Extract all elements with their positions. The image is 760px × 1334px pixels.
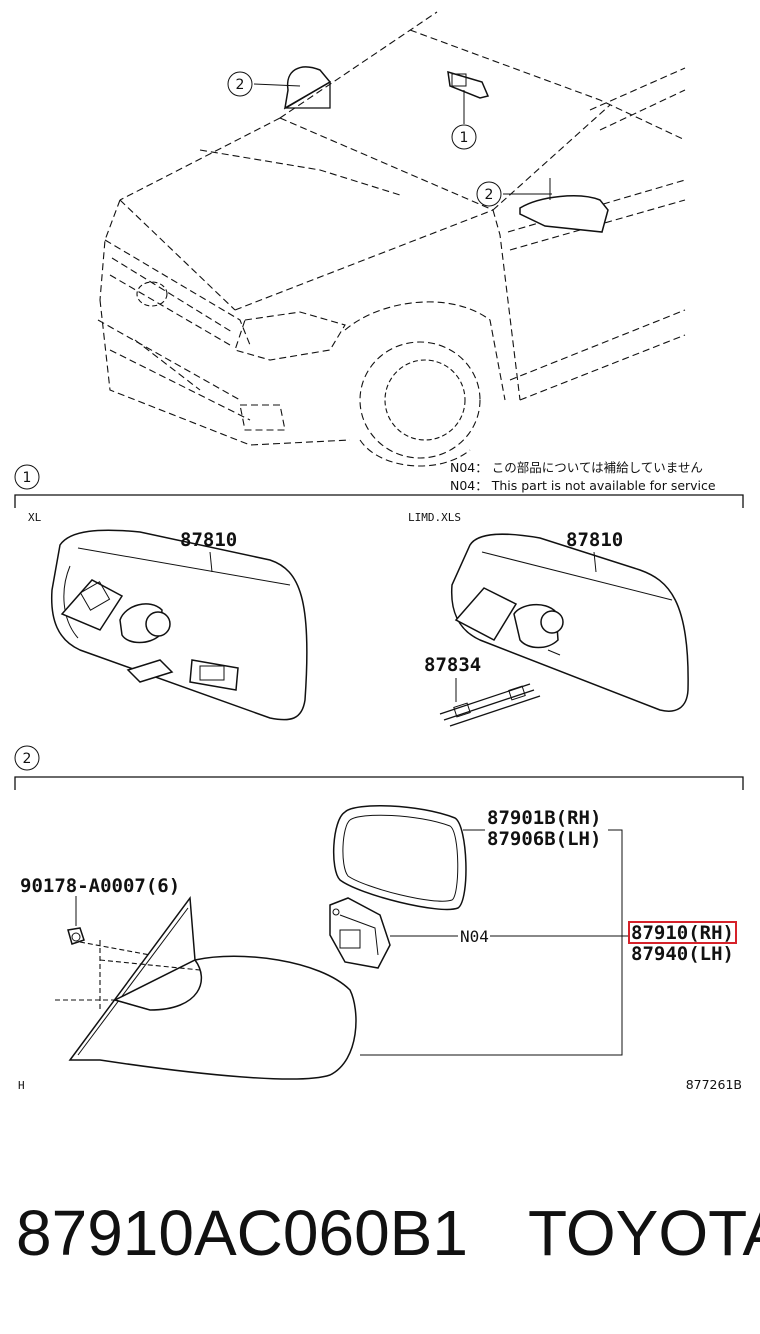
part-87834[interactable]: 87834 (424, 654, 481, 676)
note-english: N04： This part is not available for serv… (450, 478, 716, 493)
mirror-actuator[interactable] (329, 897, 391, 969)
caption-bar: 87910AC060B1 TOYOTA (16, 1196, 760, 1276)
car-illustration (97, 11, 686, 467)
screw-90178[interactable] (67, 896, 151, 956)
part-90178-a0007[interactable]: 90178-A0007(6) (20, 875, 180, 897)
svg-text:2: 2 (23, 751, 32, 767)
variant-label-right: LIMD.XLS (408, 511, 461, 524)
svg-text:1: 1 (460, 130, 469, 146)
highlight-box (628, 921, 737, 944)
wire-harness-87834[interactable] (439, 678, 541, 727)
part-87940-lh[interactable]: 87940(LH) (631, 943, 734, 965)
svg-text:1: 1 (23, 470, 32, 486)
caption-brand: TOYOTA (527, 1197, 760, 1269)
section-1-header: 1 (14, 464, 744, 508)
figure-code: 877261B (686, 1077, 742, 1092)
part-87910-rh[interactable]: 87910(RH) (631, 922, 734, 944)
mirror-glass[interactable] (332, 805, 467, 911)
caption-part-number[interactable]: 87910AC060B1 (16, 1197, 468, 1269)
outer-mirror-housing[interactable] (55, 895, 357, 1080)
leader-lines (360, 829, 630, 1056)
variant-label-left: XL (28, 511, 42, 524)
inner-mirror-right[interactable] (450, 533, 689, 712)
part-87906b-lh[interactable]: 87906B(LH) (487, 828, 601, 850)
part-87810-left[interactable]: 87810 (180, 529, 237, 551)
svg-text:2: 2 (236, 77, 245, 93)
corner-marker: H (18, 1079, 25, 1092)
inner-mirror-left[interactable] (50, 529, 308, 721)
part-87901b-rh[interactable]: 87901B(RH) (487, 807, 601, 829)
callout-2-top[interactable]: 2 (227, 71, 253, 97)
callout-2-right[interactable]: 2 (476, 181, 502, 207)
part-87810-right[interactable]: 87810 (566, 529, 623, 551)
note-n04-label: N04 (460, 927, 489, 946)
note-japanese: N04： この部品については補給していません (450, 460, 703, 475)
section-2-header: 2 (14, 745, 744, 790)
callout-1-top[interactable]: 1 (451, 124, 477, 150)
svg-text:2: 2 (485, 187, 494, 203)
